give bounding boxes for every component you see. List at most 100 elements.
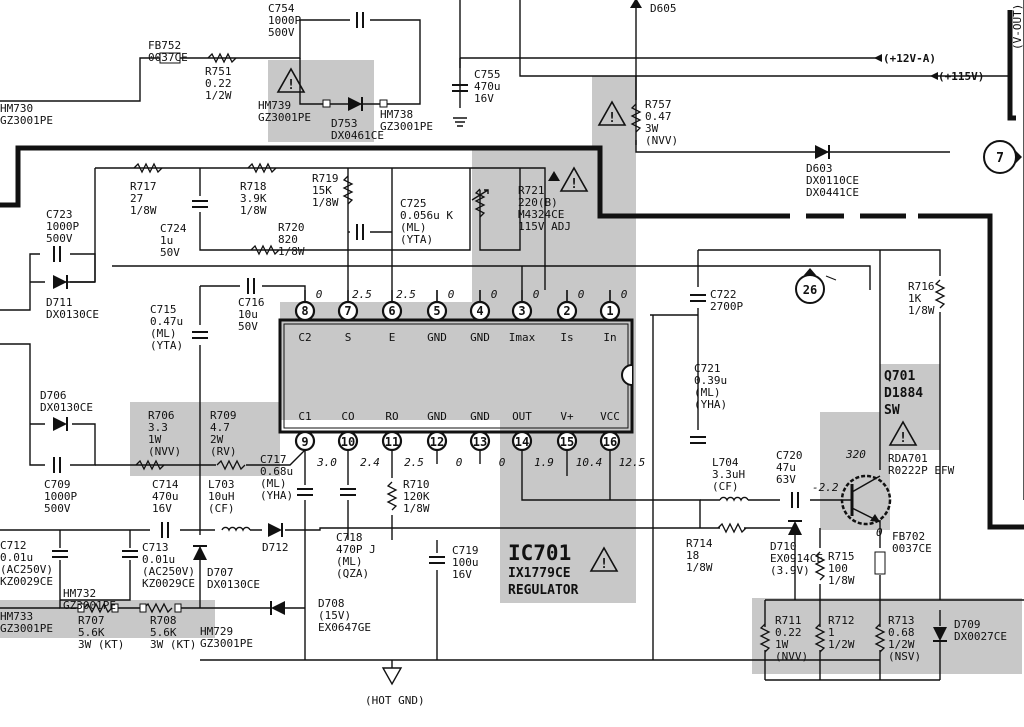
ic-pin-7[interactable]: 7S2.5 <box>337 288 372 344</box>
component-value: DX0130CE <box>207 578 260 591</box>
connector-7[interactable]: 7 <box>983 140 1022 174</box>
q701-mode: SW <box>884 403 900 418</box>
component-value: 470u <box>152 490 179 503</box>
component-value: 1/8W <box>240 204 267 217</box>
ic-pin-number: 8 <box>301 304 308 318</box>
ic-ref-label: IC701 <box>508 541 571 565</box>
component-ref: R720 <box>278 221 305 234</box>
net-d605-label: D605 <box>650 2 677 15</box>
component-ref: C725 <box>400 197 427 210</box>
ic-pin-6[interactable]: 6E2.5 <box>381 288 416 344</box>
component-ref: R721 <box>518 184 545 197</box>
component-ref: C712 <box>0 539 27 552</box>
component-ref: C722 <box>710 288 737 301</box>
component-value: R0222P EFW <box>888 464 955 477</box>
component-value: 1 <box>828 626 835 639</box>
component-ref: R714 <box>686 537 713 550</box>
ic-pin-number: 4 <box>476 304 483 318</box>
component-value: 0.01u <box>142 553 175 566</box>
ic-pin-voltage: 0 <box>491 288 498 301</box>
ic-pin-15[interactable]: 15V+10.4 <box>556 410 602 469</box>
net-labels: (+12V-A) (+115V) D605 (HOT GND) (V-OUT) <box>365 2 1024 707</box>
component-d708[interactable]: D708(15V)EX0647GE <box>318 597 371 634</box>
component-ref: HM739 <box>258 99 291 112</box>
connector-26[interactable]: 26 <box>795 268 825 304</box>
component-value: 0037CE <box>148 51 188 64</box>
component-value: 0.68u <box>260 465 293 478</box>
component-ref: C720 <box>776 449 803 462</box>
component-value: 1/8W <box>686 561 713 574</box>
component-ref: R717 <box>130 180 157 193</box>
ic-pin-name: S <box>345 331 352 344</box>
component-ref: D707 <box>207 566 234 579</box>
component-d712[interactable]: D712 <box>262 541 289 554</box>
